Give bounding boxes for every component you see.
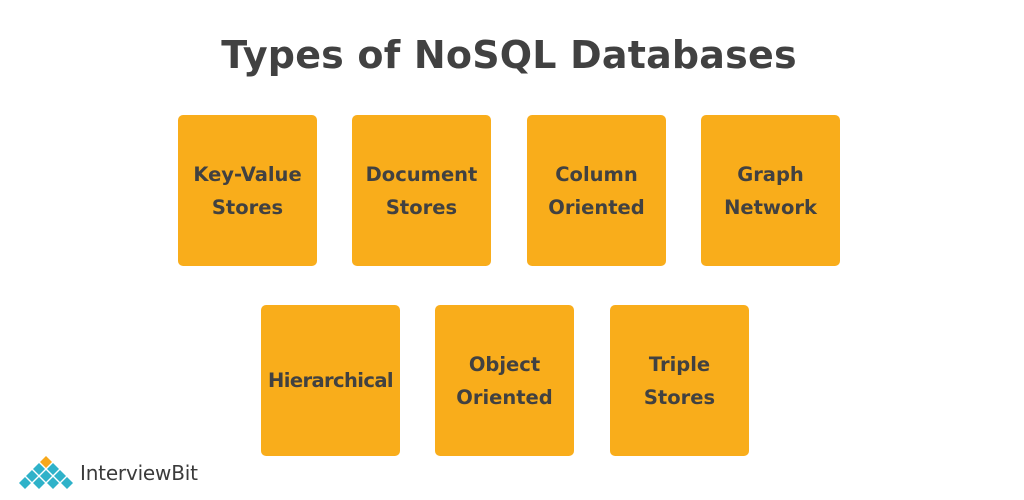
interviewbit-logo-icon — [19, 456, 73, 489]
box-label: Column Oriented — [548, 162, 645, 219]
box-label: Graph Network — [724, 162, 817, 219]
interviewbit-logo: InterviewBit — [18, 455, 198, 491]
box-hierarchical: Hierarchical — [261, 305, 400, 456]
box-label: Key-Value Stores — [193, 162, 302, 219]
box-object-oriented: Object Oriented — [435, 305, 574, 456]
logo-text: InterviewBit — [80, 461, 198, 485]
box-label: Object Oriented — [456, 352, 553, 409]
diagram-title: Types of NoSQL Databases — [221, 33, 797, 77]
box-document-stores: Document Stores — [352, 115, 491, 266]
box-label: Triple Stores — [643, 352, 716, 409]
box-triple-stores: Triple Stores — [610, 305, 749, 456]
box-label: Document Stores — [365, 162, 478, 219]
box-key-value-stores: Key-Value Stores — [178, 115, 317, 266]
box-column-oriented: Column Oriented — [527, 115, 666, 266]
box-graph-network: Graph Network — [701, 115, 840, 266]
box-label: Hierarchical — [268, 369, 394, 392]
